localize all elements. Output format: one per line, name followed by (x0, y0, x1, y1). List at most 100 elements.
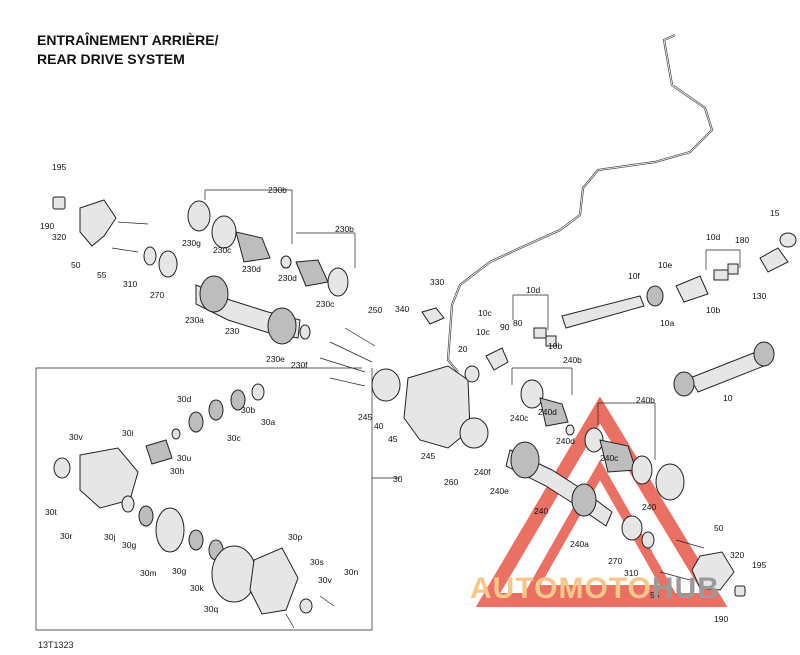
callout-230a: 230a (185, 315, 204, 325)
callout-240f: 240f (474, 467, 491, 477)
callout-340: 340 (395, 304, 409, 314)
callout-230c: 230c (316, 299, 335, 309)
callout-240d: 240d (556, 436, 575, 446)
callout-10d: 10d (706, 232, 720, 242)
ring-gear-part (155, 507, 185, 553)
inset-frame (35, 367, 373, 631)
callout-10: 10 (723, 393, 733, 403)
bearing-part (158, 250, 178, 278)
callout-30g: 30g (122, 540, 136, 550)
callout-230d: 230d (278, 273, 297, 283)
callout-240c: 240c (510, 413, 529, 423)
callout-30n: 30n (344, 567, 358, 577)
callout-230b: 230b (335, 224, 354, 234)
callout-90: 90 (500, 322, 510, 332)
drawing-code: 13T1323 (38, 640, 74, 650)
differential-housing-part (403, 365, 471, 449)
callout-10e: 10e (658, 260, 672, 270)
watermark-text-b: HUB (651, 572, 720, 605)
callout-10b: 10b (548, 341, 562, 351)
callout-55: 55 (97, 270, 107, 280)
callout-50: 50 (71, 260, 81, 270)
seal-ring-part (371, 368, 401, 402)
callout-310: 310 (624, 568, 638, 578)
title-english: REAR DRIVE SYSTEM (37, 51, 185, 67)
callout-240d: 240d (538, 407, 557, 417)
watermark-text: AUTOMOTOHUB (470, 572, 720, 606)
callout-240b: 240b (563, 355, 582, 365)
callout-30v: 30v (69, 432, 83, 442)
callout-30t: 30t (45, 507, 57, 517)
boot-part (235, 231, 271, 263)
callout-30i: 30i (122, 428, 133, 438)
callout-190: 190 (40, 221, 54, 231)
leader-lines (204, 189, 741, 460)
callout-250: 250 (368, 305, 382, 315)
title-french: ENTRAÎNEMENT ARRIÈRE/ (37, 32, 219, 48)
callout-270: 270 (608, 556, 622, 566)
nut-part (52, 196, 66, 210)
callout-330: 330 (430, 277, 444, 287)
callout-230b: 230b (268, 185, 287, 195)
callout-240: 240 (642, 502, 656, 512)
callout-30p: 30p (288, 532, 302, 542)
callout-240b: 240b (636, 395, 655, 405)
callout-55: 55 (650, 590, 660, 600)
callout-45: 45 (388, 434, 398, 444)
callout-130: 130 (752, 291, 766, 301)
watermark-text-a: AUTOMOTO (470, 572, 652, 605)
callout-230: 230 (225, 326, 239, 336)
callout-245: 245 (358, 412, 372, 422)
callout-30r: 30r (60, 531, 72, 541)
callout-30s: 30s (310, 557, 324, 567)
u-joint-right-part (713, 263, 739, 281)
clip-part (421, 307, 445, 325)
callout-230d: 230d (242, 264, 261, 274)
callout-190: 190 (714, 614, 728, 624)
callout-10c: 10c (476, 327, 490, 337)
callout-230c: 230c (213, 245, 232, 255)
callout-30j: 30j (104, 532, 115, 542)
callout-20: 20 (458, 344, 468, 354)
callout-30d: 30d (177, 394, 191, 404)
callout-10d: 10d (526, 285, 540, 295)
rear-shaft-part (689, 351, 765, 393)
callout-240e: 240e (490, 486, 509, 496)
callout-30k: 30k (190, 583, 204, 593)
callout-240c: 240c (600, 453, 619, 463)
propeller-shaft-part (561, 295, 645, 329)
o-ring-part (211, 545, 257, 603)
callout-40: 40 (374, 421, 384, 431)
callout-180: 180 (735, 235, 749, 245)
callout-30h: 30h (170, 466, 184, 476)
callout-320: 320 (52, 232, 66, 242)
callout-80: 80 (513, 318, 523, 328)
callout-195: 195 (752, 560, 766, 570)
callout-230g: 230g (182, 238, 201, 248)
callout-10b: 10b (706, 305, 720, 315)
u-joint-part (533, 327, 557, 347)
callout-30: 30 (393, 474, 403, 484)
callout-310: 310 (123, 279, 137, 289)
hub-flange-part (79, 199, 117, 247)
callout-30c: 30c (227, 433, 241, 443)
callout-30m: 30m (140, 568, 157, 578)
right-hub-flange-part (691, 551, 735, 591)
ring-part (187, 200, 211, 232)
callout-240: 240 (534, 506, 548, 516)
callout-30g: 30g (172, 566, 186, 576)
callout-10c: 10c (478, 308, 492, 318)
callout-240a: 240a (570, 539, 589, 549)
callout-10f: 10f (628, 271, 640, 281)
callout-270: 270 (150, 290, 164, 300)
callout-15: 15 (770, 208, 780, 218)
callout-30b: 30b (241, 405, 255, 415)
callout-245: 245 (421, 451, 435, 461)
callout-320: 320 (730, 550, 744, 560)
callout-30a: 30a (261, 417, 275, 427)
callout-30v: 30v (318, 575, 332, 585)
inset-cover-part (249, 547, 299, 615)
callout-labels: 1951903205055310270230g230c230b230d230b2… (40, 162, 780, 624)
callout-30q: 30q (204, 604, 218, 614)
